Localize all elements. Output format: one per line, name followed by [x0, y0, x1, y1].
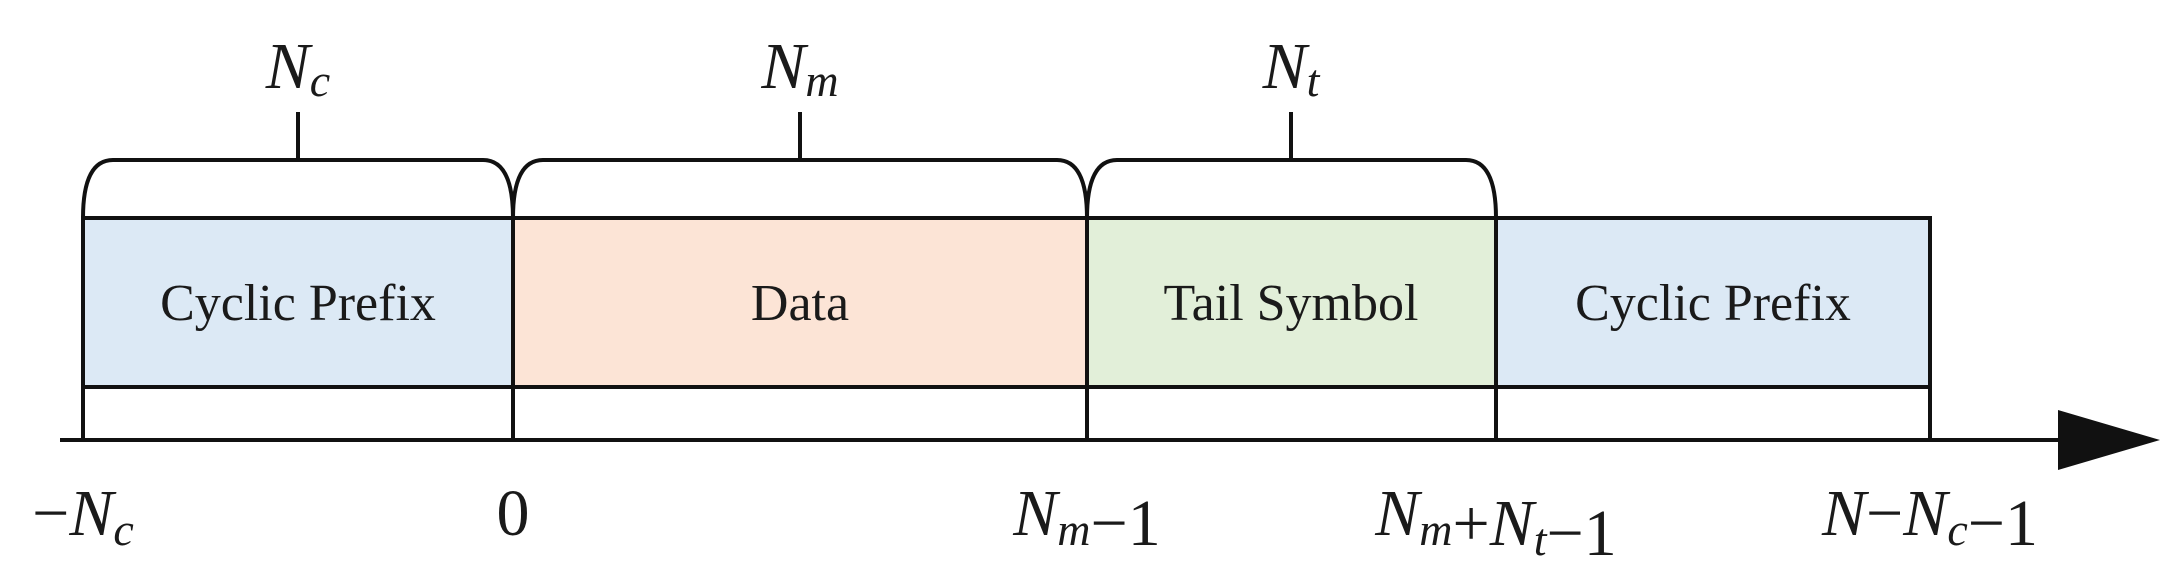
brace-tail-symbol: [1085, 112, 1498, 219]
time-axis: [60, 387, 2160, 470]
brace-label-nc: Nc: [265, 30, 330, 106]
tick-label-zero: 0: [497, 477, 530, 550]
segment-label-cyclic-prefix-1: Cyclic Prefix: [160, 275, 436, 332]
segment-boxes: Cyclic Prefix Data Tail Symbol Cyclic Pr…: [81, 216, 1932, 389]
brace-data: [511, 112, 1089, 219]
axis-arrowhead: [2058, 410, 2160, 470]
segment-cyclic-prefix-1: [81, 216, 515, 389]
segment-label-data: Data: [751, 275, 849, 332]
tick-label-nm-plus-nt-minus-1: Nm+Nt−1: [1374, 477, 1617, 570]
segment-cyclic-prefix-2: [1494, 216, 1932, 389]
axis-tick-labels: −Nc 0 Nm−1 Nm+Nt−1 N−Nc−1: [32, 477, 2038, 570]
braces: Nc Nm Nt: [81, 30, 1498, 219]
brace-label-nt: Nt: [1262, 30, 1321, 106]
segment-tail-symbol: [1085, 216, 1498, 389]
brace-cyclic-prefix: [81, 112, 515, 219]
brace-label-nm: Nm: [760, 30, 838, 106]
segment-label-cyclic-prefix-2: Cyclic Prefix: [1575, 275, 1851, 332]
tick-label-n-minus-nc-minus-1: N−Nc−1: [1821, 477, 2038, 560]
tick-label-nm-minus-1: Nm−1: [1012, 477, 1161, 560]
segment-label-tail-symbol: Tail Symbol: [1164, 275, 1419, 332]
tick-label-neg-nc: −Nc: [32, 477, 134, 555]
segment-data: [511, 216, 1089, 389]
